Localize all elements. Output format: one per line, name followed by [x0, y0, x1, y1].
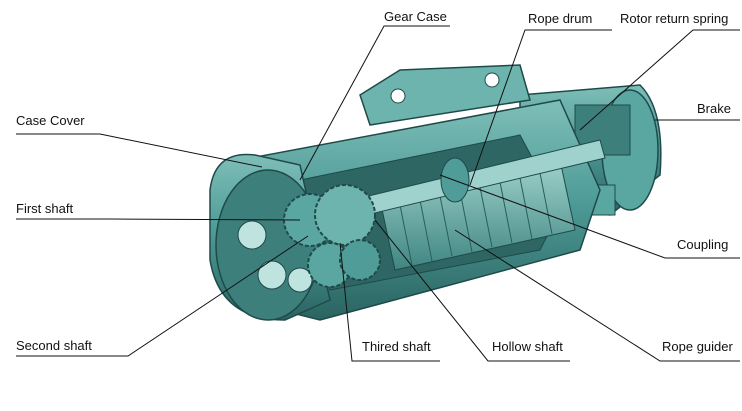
leader-thired-shaft — [339, 242, 440, 362]
label-rope-guider: Rope guider — [662, 339, 733, 354]
leader-rotor-return-spring — [579, 29, 740, 131]
label-rotor-return-spring: Rotor return spring — [620, 11, 729, 26]
gear-case-bracket — [359, 64, 531, 126]
leader-gear-case — [299, 25, 450, 181]
leader-hollow-shaft — [374, 219, 570, 362]
rope-drum — [379, 159, 576, 271]
label-coupling: Coupling — [677, 237, 729, 252]
leader-first-shaft — [16, 218, 301, 221]
label-hollow-shaft: Hollow shaft — [492, 339, 563, 354]
label-rope-drum: Rope drum — [528, 11, 593, 26]
leader-rope-guider — [454, 229, 740, 362]
label-gear-case: Gear Case — [384, 9, 447, 24]
gear-train — [283, 184, 381, 288]
leader-rope-drum — [469, 29, 612, 186]
label-second-shaft: Second shaft — [16, 338, 92, 353]
label-thired-shaft: Thired shaft — [362, 339, 431, 354]
label-case-cover: Case Cover — [16, 113, 85, 128]
leader-second-shaft — [16, 235, 309, 357]
leader-case-cover — [16, 133, 263, 168]
leader-coupling — [439, 174, 740, 259]
label-first-shaft: First shaft — [16, 201, 74, 216]
leader-lines — [16, 25, 740, 362]
label-brake: Brake — [697, 101, 731, 116]
